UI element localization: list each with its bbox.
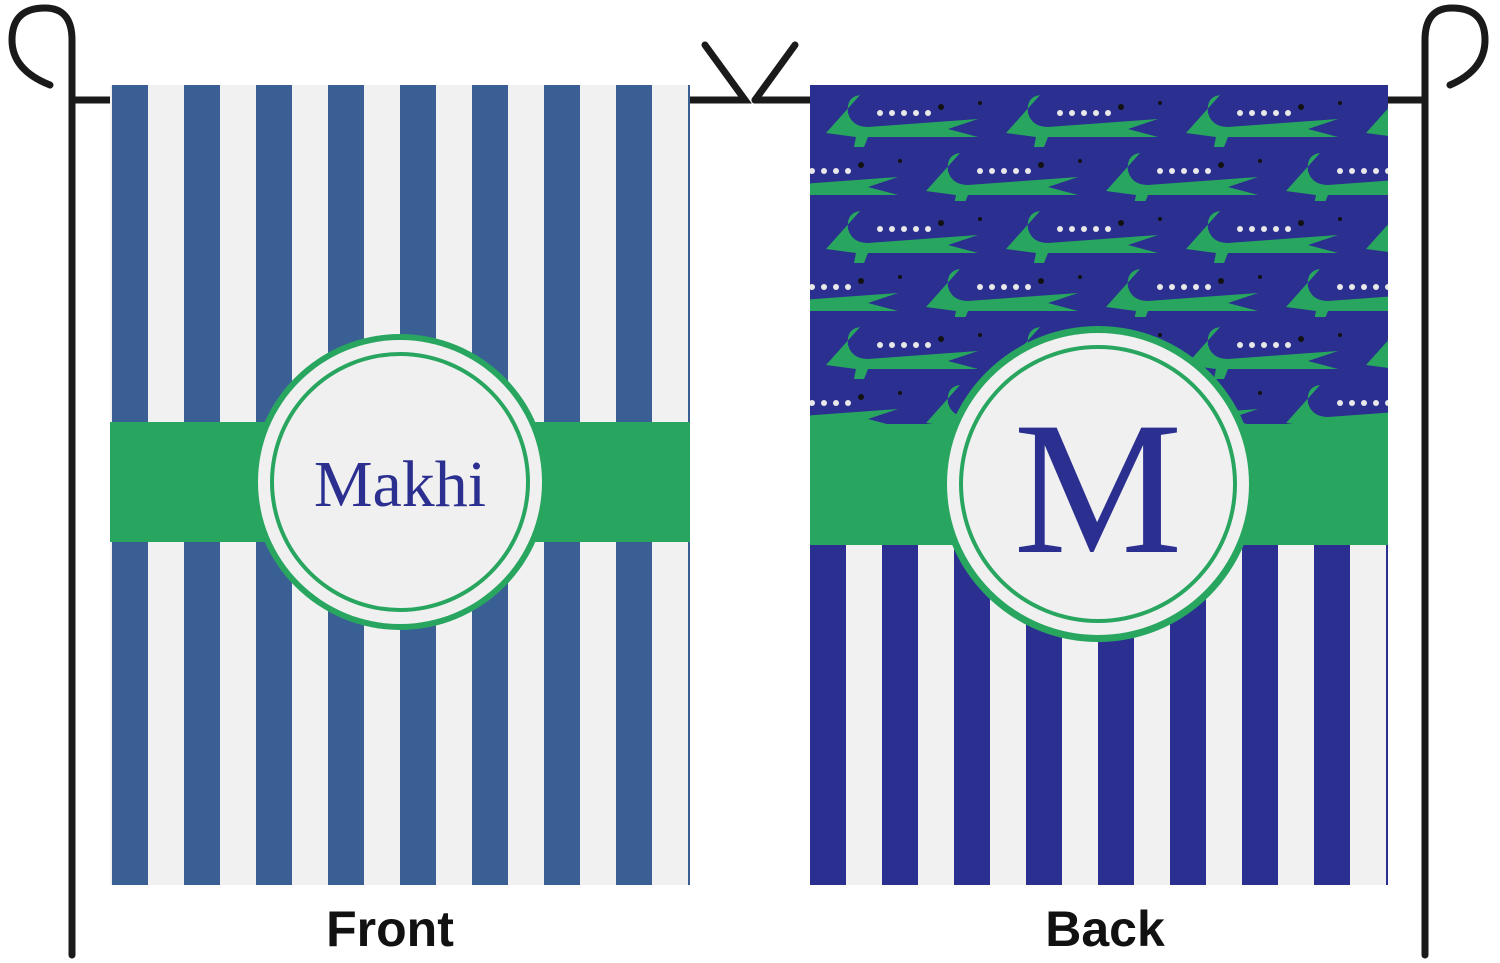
- front-flag: Makhi: [110, 85, 690, 885]
- back-flag: M: [810, 85, 1388, 885]
- back-monogram: M: [1014, 384, 1183, 594]
- back-caption: Back: [1045, 901, 1165, 957]
- front-name: Makhi: [314, 448, 486, 521]
- front-caption: Front: [326, 901, 454, 957]
